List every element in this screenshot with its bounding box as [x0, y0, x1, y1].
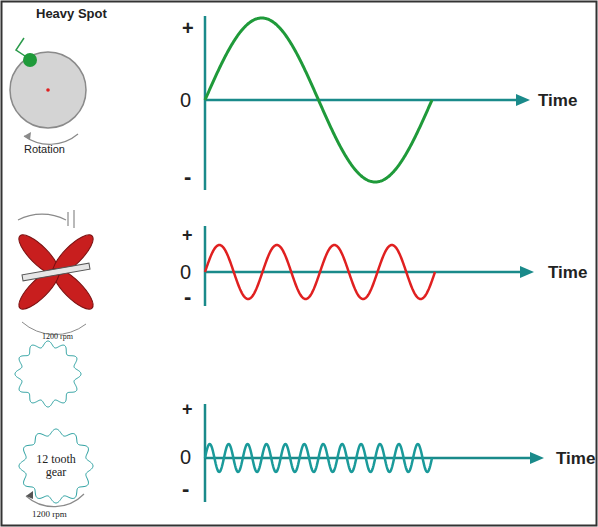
axis-label: Time — [538, 92, 577, 109]
gear-label: 12 tooth gear — [31, 453, 81, 479]
heavy-spot-dot — [23, 53, 37, 67]
axis-arrowhead — [520, 266, 534, 278]
y-axis — [204, 16, 207, 190]
axis-sign: + — [182, 226, 193, 244]
axis-sign: - — [184, 166, 191, 188]
rotor-disc — [10, 52, 86, 128]
rotation-arrowhead — [24, 132, 31, 140]
axis-label: Time — [556, 450, 595, 467]
fan-symbol — [14, 210, 99, 335]
axis-label: Time — [548, 264, 587, 281]
time-axis — [205, 457, 534, 460]
vibration-wave — [205, 18, 432, 182]
axis-arrowhead — [530, 452, 544, 464]
axis-arrowhead — [516, 94, 530, 106]
axis-sign: - — [184, 286, 191, 308]
rotation-arrow — [24, 134, 78, 144]
speed-label: 1200 rpm — [32, 510, 67, 519]
time-axis — [205, 271, 524, 274]
gear-shape: 12 tooth gear — [18, 428, 94, 504]
axis-sign: + — [182, 400, 193, 418]
time-axis — [205, 99, 520, 102]
axis-sign: 0 — [180, 90, 191, 110]
vibration-wave — [205, 444, 432, 472]
vibration-wave — [205, 245, 435, 299]
part-label: Heavy Spot — [36, 7, 107, 20]
gear-symbol — [15, 341, 81, 407]
axis-sign: 0 — [180, 447, 191, 467]
rotor-center — [46, 88, 50, 92]
rotation-arrowhead — [26, 491, 33, 499]
speed-label: 1200 rpm — [42, 333, 73, 341]
axis-sign: + — [182, 18, 194, 38]
axis-sign: - — [182, 478, 189, 500]
part-label: Rotation — [24, 144, 65, 155]
axis-sign: 0 — [180, 262, 191, 282]
